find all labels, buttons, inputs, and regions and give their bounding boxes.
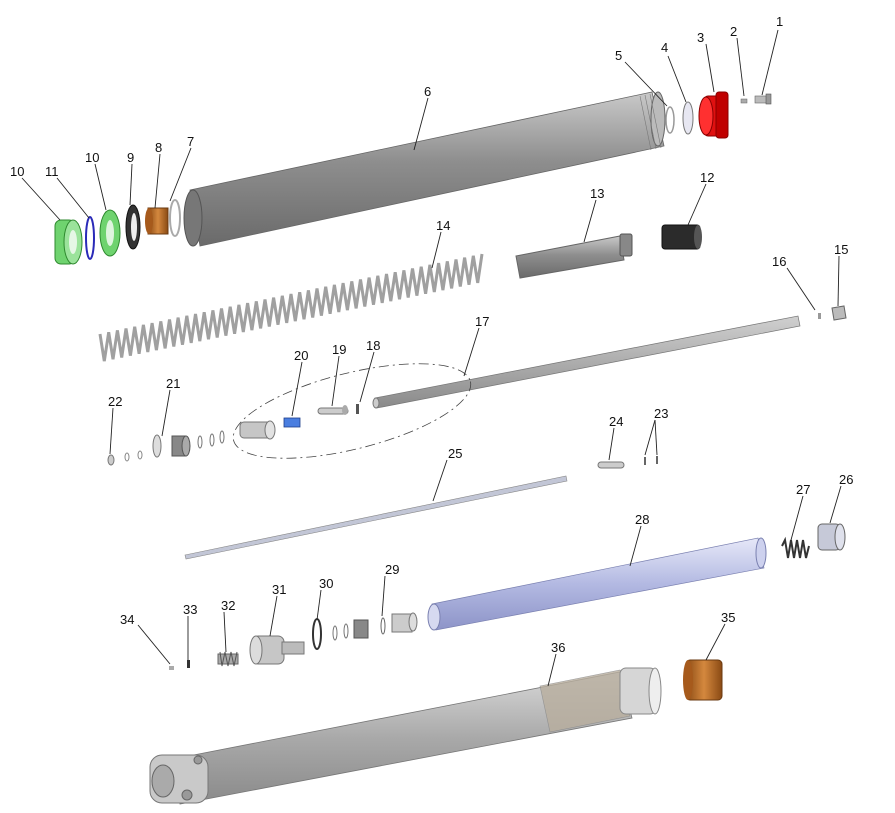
callout-34: 34: [120, 612, 134, 627]
callout-31: 31: [272, 582, 286, 597]
callout-32: 32: [221, 598, 235, 613]
washer-part-4: [682, 101, 694, 135]
green-seal-part-10a: [54, 219, 83, 265]
callout-15: 15: [834, 242, 848, 257]
seal-ring-part-9: [125, 204, 141, 250]
adjuster-part-32: [217, 651, 239, 667]
callout-28: 28: [635, 512, 649, 527]
callout-17: 17: [475, 314, 489, 329]
callout-11: 11: [45, 164, 59, 179]
preload-tube-part-13: [515, 233, 633, 279]
callout-10b: 10: [85, 150, 99, 165]
piston-part-20-body: [239, 420, 276, 440]
callout-5: 5: [615, 48, 622, 63]
callout-2: 2: [730, 24, 737, 39]
callout-18: 18: [366, 338, 380, 353]
red-top-cap-part-3: [698, 91, 729, 139]
bronze-bushing-part-8: [145, 207, 169, 235]
ring-part-7: [169, 199, 181, 237]
callout-19: 19: [332, 342, 346, 357]
callout-30: 30: [319, 576, 333, 591]
callout-20: 20: [294, 348, 308, 363]
callout-9: 9: [127, 150, 134, 165]
clip-part-33: [187, 660, 190, 668]
damper-rod-part-17: [372, 315, 801, 409]
base-valve-part-31: [249, 635, 305, 665]
clips-part-23: [644, 456, 658, 465]
callout-35: 35: [721, 610, 735, 625]
callout-36: 36: [551, 640, 565, 655]
o-ring-part-5: [665, 106, 675, 134]
washers-part-22: [107, 450, 143, 466]
callout-4: 4: [661, 40, 668, 55]
callout-23: 23: [654, 406, 668, 421]
bronze-bushing-part-35: [683, 659, 723, 701]
callout-24: 24: [609, 414, 623, 429]
green-seal-part-10b: [99, 209, 121, 257]
callout-6: 6: [424, 84, 431, 99]
wire-clip-part-11: [85, 216, 95, 260]
callout-27: 27: [796, 482, 810, 497]
callout-10a: 10: [10, 164, 24, 179]
cap-part-26: [817, 523, 846, 551]
small-part-16: [818, 313, 821, 319]
pin-part-34: [169, 666, 174, 670]
shim-part-30: [312, 618, 369, 650]
pin-part-24: [597, 461, 625, 469]
lower-leg-part-36: [149, 667, 662, 805]
callout-1: 1: [776, 14, 783, 29]
needle-part-19: [317, 405, 349, 415]
spacer-part-12: [661, 224, 702, 250]
axle-dropout: [149, 754, 209, 804]
callout-12: 12: [700, 170, 714, 185]
clip-part-18: [356, 404, 359, 414]
valve-stack-part-29: [380, 612, 418, 635]
top-cap-assembly: [665, 91, 772, 139]
shim-stack-part-21: [152, 430, 225, 458]
callout-33: 33: [183, 602, 197, 617]
callout-13: 13: [590, 186, 604, 201]
callout-22: 22: [108, 394, 122, 409]
callout-8: 8: [155, 140, 162, 155]
left-seal-assembly: [54, 199, 181, 265]
callout-labels: 1 2 3 4 5 6 7 8 9 10 10 11 12 13 14 15 1…: [10, 14, 853, 655]
callout-3: 3: [697, 30, 704, 45]
callout-29: 29: [385, 562, 399, 577]
main-spring-part-14: [98, 253, 484, 362]
leader-lines: [21, 29, 842, 687]
callout-21: 21: [166, 376, 180, 391]
detail-circle-outline: [232, 363, 472, 459]
callout-25: 25: [448, 446, 462, 461]
small-pin-part-2: [740, 98, 748, 104]
upper-tube-part: [183, 91, 666, 247]
rod-part-25: [184, 475, 568, 560]
callout-7: 7: [187, 134, 194, 149]
spring-part-27: [781, 536, 810, 559]
callout-16: 16: [772, 254, 786, 269]
valve-part-1: [754, 93, 772, 105]
nut-part-15: [831, 305, 847, 321]
blue-spring-part-20: [283, 417, 301, 428]
cartridge-tube-part-28: [427, 537, 767, 631]
callout-26: 26: [839, 472, 853, 487]
callout-14: 14: [436, 218, 450, 233]
